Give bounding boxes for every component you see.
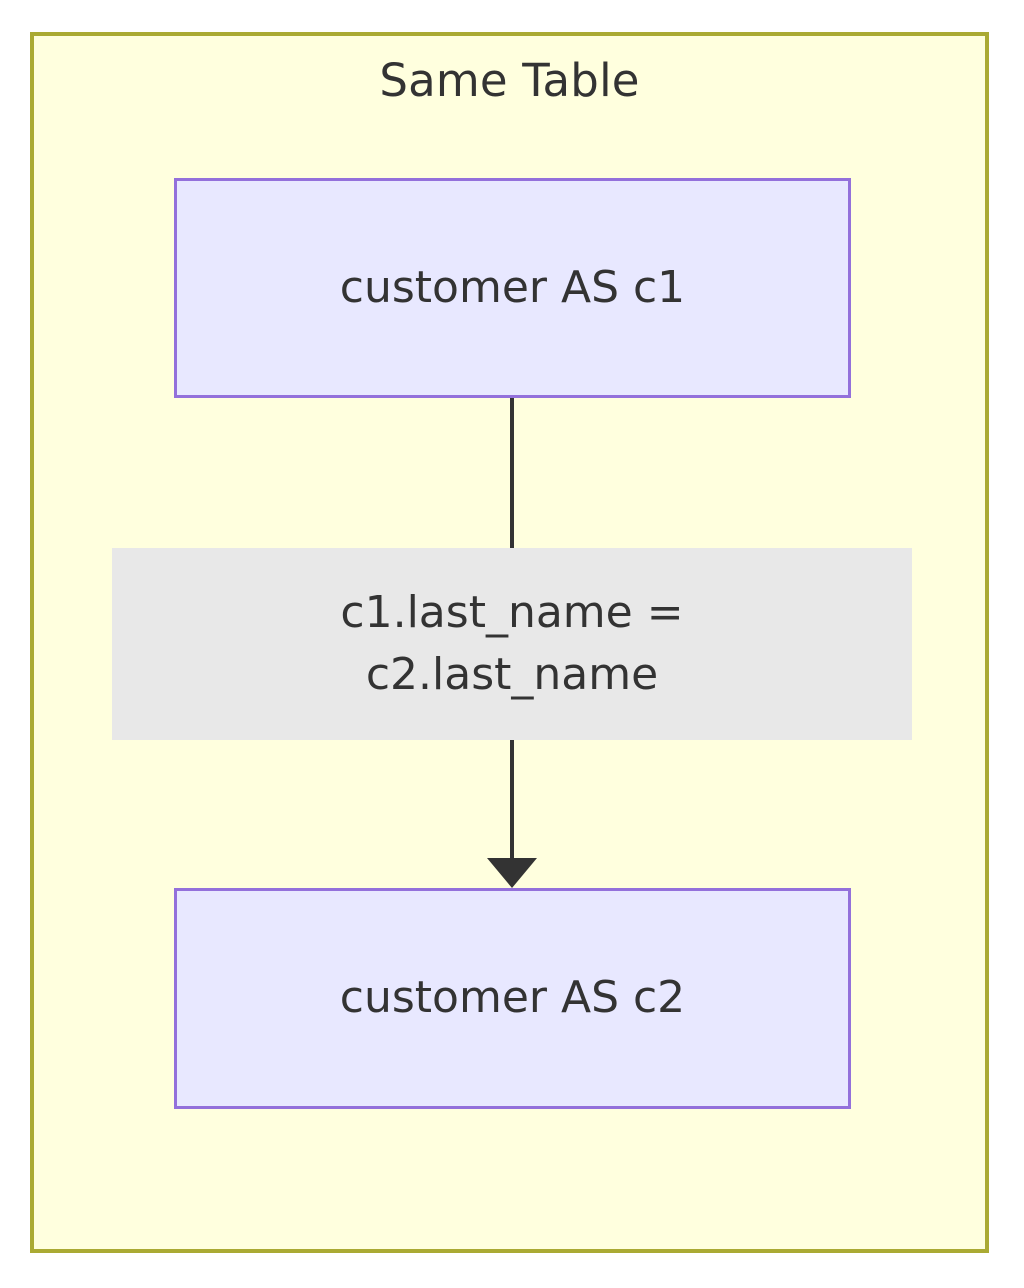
node-label-c1: customer AS c1 — [339, 261, 686, 313]
edge-label-join-condition: c1.last_name = c2.last_name — [112, 548, 912, 740]
edge-label-line-1: c1.last_name = — [340, 586, 684, 638]
subgraph-title: Same Table — [379, 54, 640, 107]
node-customer-as-c1[interactable]: customer AS c1 — [174, 178, 851, 398]
edge-label-line-2: c2.last_name — [365, 649, 659, 700]
node-label-c2: customer AS c2 — [339, 972, 686, 1024]
node-customer-as-c2[interactable]: customer AS c2 — [174, 888, 851, 1109]
